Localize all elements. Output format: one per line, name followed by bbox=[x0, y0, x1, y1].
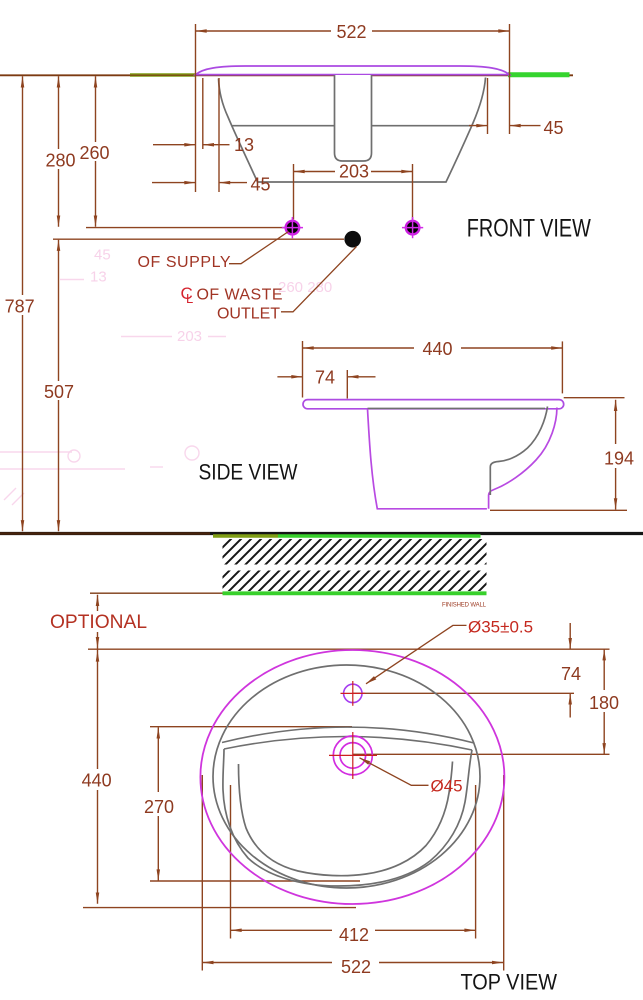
svg-text:787: 787 bbox=[5, 297, 35, 317]
svg-text:270: 270 bbox=[144, 797, 174, 817]
svg-text:13: 13 bbox=[234, 135, 254, 155]
svg-text:260 280: 260 280 bbox=[278, 279, 332, 296]
svg-text:260: 260 bbox=[79, 143, 109, 163]
svg-text:45: 45 bbox=[251, 175, 271, 195]
svg-text:440: 440 bbox=[422, 339, 452, 359]
svg-text:C: C bbox=[181, 284, 193, 303]
svg-text:203: 203 bbox=[339, 162, 369, 182]
svg-text:FINISHED WALL: FINISHED WALL bbox=[442, 603, 487, 609]
svg-text:13: 13 bbox=[90, 269, 107, 286]
svg-text:194: 194 bbox=[604, 449, 634, 469]
svg-text:507: 507 bbox=[44, 382, 74, 402]
svg-text:180: 180 bbox=[589, 693, 619, 713]
svg-text:Ø35±0.5: Ø35±0.5 bbox=[468, 618, 533, 637]
svg-text:TOP VIEW: TOP VIEW bbox=[461, 970, 558, 995]
svg-text:OUTLET: OUTLET bbox=[217, 306, 280, 323]
svg-text:Ø45: Ø45 bbox=[431, 777, 463, 796]
svg-text:203: 203 bbox=[177, 328, 202, 345]
svg-text:L: L bbox=[186, 291, 193, 306]
svg-text:OF SUPPLY: OF SUPPLY bbox=[138, 254, 231, 271]
svg-text:522: 522 bbox=[336, 22, 366, 42]
svg-text:280: 280 bbox=[45, 151, 75, 171]
svg-text:45: 45 bbox=[544, 118, 564, 138]
svg-text:74: 74 bbox=[561, 664, 581, 684]
svg-text:FRONT VIEW: FRONT VIEW bbox=[467, 215, 591, 243]
svg-text:OF WASTE: OF WASTE bbox=[197, 287, 283, 304]
svg-text:45: 45 bbox=[94, 247, 111, 264]
svg-text:412: 412 bbox=[339, 925, 369, 945]
svg-text:OPTIONAL: OPTIONAL bbox=[50, 611, 147, 633]
svg-text:74: 74 bbox=[315, 368, 335, 388]
svg-text:SIDE VIEW: SIDE VIEW bbox=[199, 460, 298, 485]
svg-text:522: 522 bbox=[341, 957, 371, 977]
svg-text:440: 440 bbox=[82, 771, 112, 791]
